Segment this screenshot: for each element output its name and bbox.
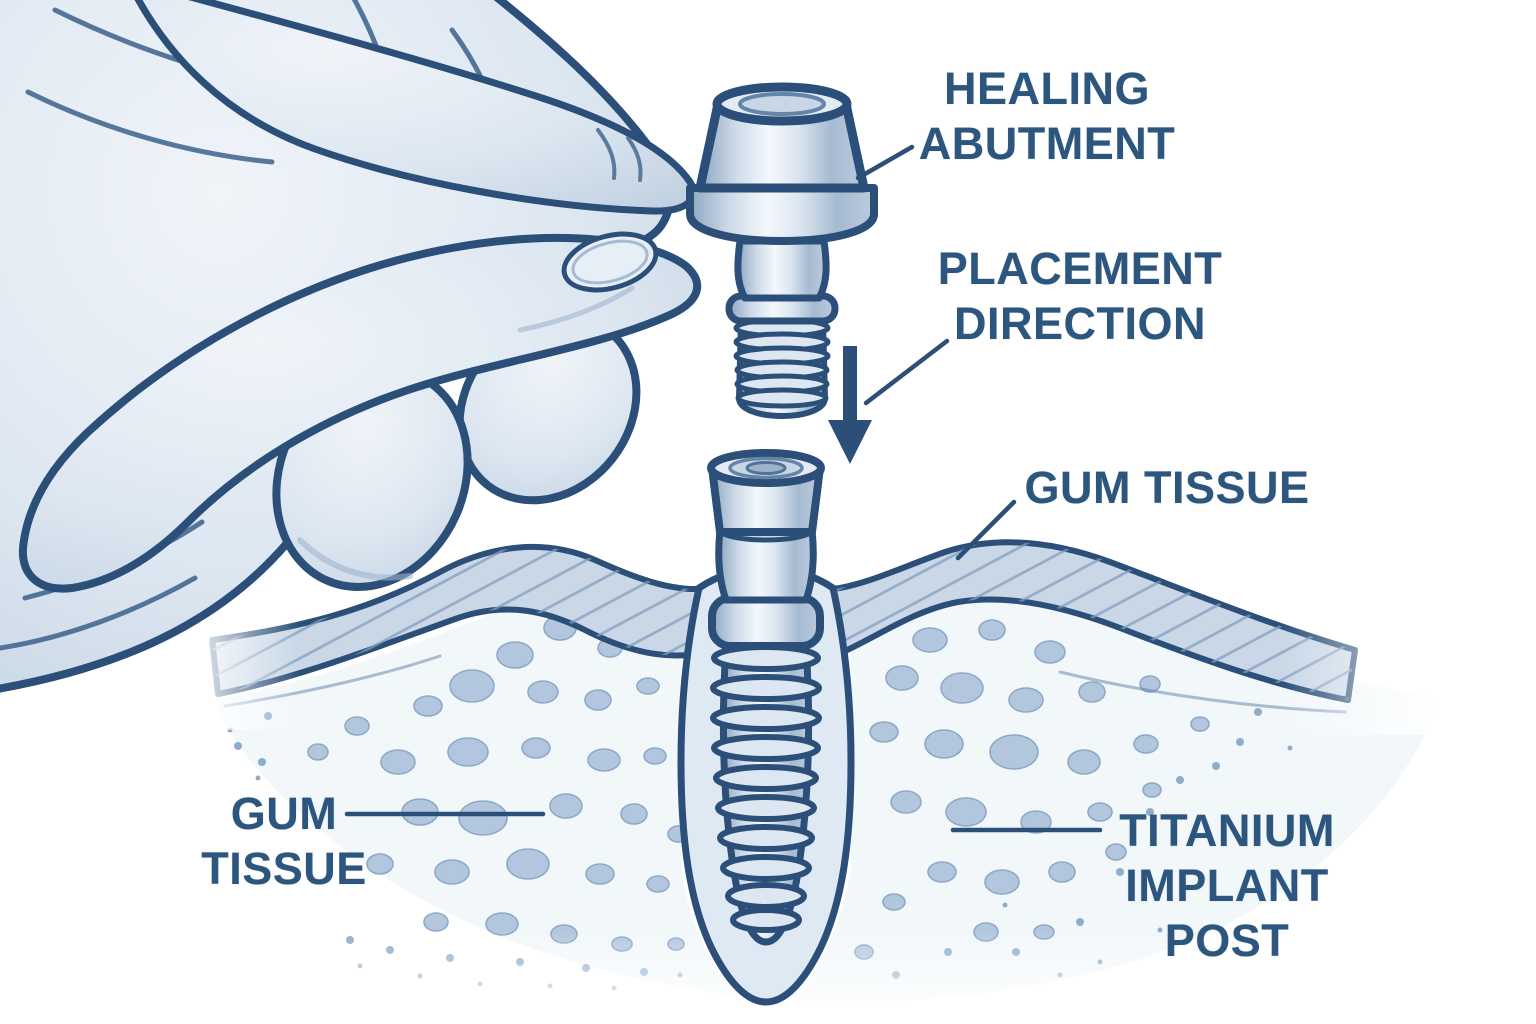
implant-neck [715,526,817,604]
hand-illustration [0,0,702,693]
titanium-implant-post-illustration [707,449,825,946]
titanium-implant-post-label: TITANIUM IMPLANT POST [1047,803,1407,968]
label-line: GUM [230,788,338,839]
implant-collar [708,594,824,650]
abutment-flange [686,184,878,245]
fade-right [1280,560,1455,735]
gum-band-right-hatch [833,542,1355,700]
healing-abutment-label: HEALING ABUTMENT [877,61,1217,171]
bone-mass [215,593,1440,1004]
thumbnail-inner-line [571,239,649,285]
placement-direction-label: PLACEMENT DIRECTION [910,241,1250,351]
implant-screw-channel [745,461,787,475]
gum-tissue-right-label: GUM TISSUE [997,460,1337,515]
gum-band-left-hatch [212,546,699,694]
healing-abutment-illustration [686,82,878,419]
abutment-top-rim [738,92,826,116]
gum-tissue-left-label: GUM TISSUE [164,786,404,896]
label-line: IMPLANT [1125,860,1329,911]
index-finger [134,0,697,215]
healing-abutment-leader-line [855,144,915,181]
label-line: GUM TISSUE [1024,462,1310,513]
abutment-thread-ridges [733,317,831,409]
label-line: PLACEMENT [937,243,1223,294]
bone-spots-right [854,611,1210,960]
thumbnail [561,231,659,293]
label-line: HEALING [944,63,1150,114]
gum-tissue-right-leader-line [955,499,1017,561]
placement-arrow-icon [828,346,872,464]
placement-direction-leader-line [863,338,950,406]
label-line: TITANIUM [1119,805,1335,856]
annotations [344,144,1103,833]
fingertip-shade [297,537,413,581]
thumb-crease [517,285,635,333]
label-line: ABUTMENT [918,118,1176,169]
label-line: DIRECTION [954,298,1206,349]
index-finger-creases [596,128,643,182]
bone-tissue-texture [215,593,1440,1004]
implant-thread-ridges [710,644,822,933]
label-line: TISSUE [201,843,367,894]
abutment-neck [734,237,830,302]
label-line: POST [1164,915,1290,966]
gum-tissue-band [209,539,1358,714]
